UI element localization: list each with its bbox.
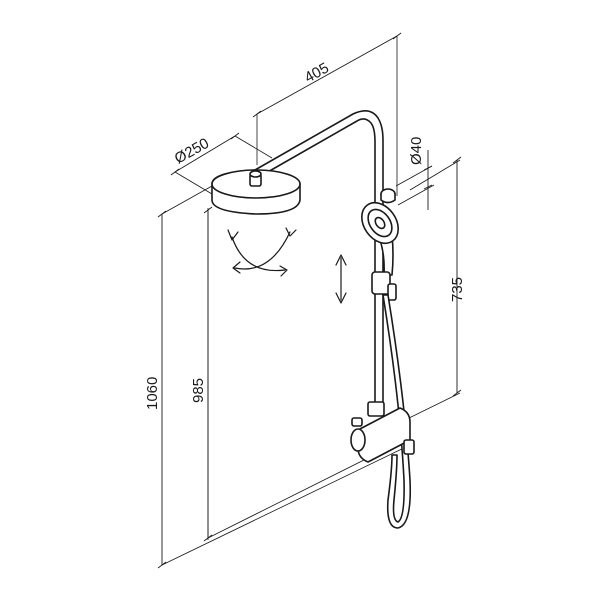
head-height-label: 985 [190,378,207,403]
pipe-diameter-label: Ø40 [408,137,425,165]
shower-riser-pipe [254,110,384,416]
total-height-label: 1060 [144,377,161,410]
pipe-collar [380,188,396,204]
dimension-head-height: 985 [190,206,401,542]
dimension-pipe-diameter: Ø40 [395,137,435,210]
arm-length-label: 405 [302,59,332,86]
up-down-arrow-icon [335,254,347,304]
shower-hose [382,294,412,529]
hand-shower [361,201,399,276]
rotate-arrows-icon [227,227,297,277]
mixer-valve [350,401,415,463]
head-diameter-label: Ø250 [172,135,212,168]
rain-shower-head [211,169,301,215]
rail-height-label: 735 [449,277,466,302]
dimension-rail-height: 735 [404,156,466,421]
slide-holder-bracket [371,271,397,301]
dimension-total-height: 1060 [144,185,411,569]
